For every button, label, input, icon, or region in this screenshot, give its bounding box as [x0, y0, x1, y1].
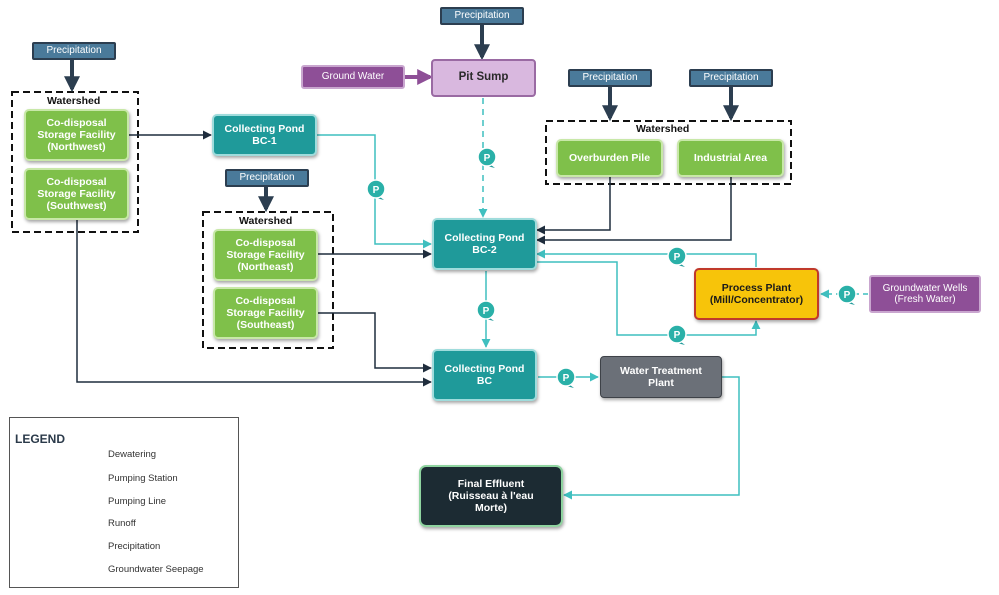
pumping-line	[536, 249, 757, 267]
collecting-pond-bc: Collecting Pond BC	[432, 349, 537, 401]
pump-letter: P	[563, 373, 570, 384]
watershed-label-east: Watershed	[636, 123, 690, 135]
pumping-station-icon: P	[667, 246, 687, 267]
legend-pumping-station-label: Pumping Station	[108, 473, 178, 484]
process-plant-box: Process Plant (Mill/Concentrator)	[694, 268, 819, 320]
precipitation-box-overburden: Precipitation	[568, 69, 652, 87]
pumping-station-icon: P	[556, 367, 576, 388]
legend-dewatering-label: Dewatering	[108, 449, 157, 460]
pumping-station-icon: P	[366, 179, 386, 200]
pump-letter: P	[674, 252, 681, 263]
legend-groundwater-seepage-label: Groundwater Seepage	[108, 564, 204, 575]
precipitation-box-central: Precipitation	[225, 169, 309, 187]
watershed-label-central: Watershed	[239, 215, 293, 227]
watershed-boundary-east	[545, 120, 792, 185]
watershed-label-west: Watershed	[47, 95, 101, 107]
codisposal-northeast: Co-disposal Storage Facility (Northeast)	[213, 229, 318, 281]
pump-letter: P	[483, 306, 490, 317]
legend-pumping-line-label: Pumping Line	[108, 496, 167, 507]
precipitation-box-pit: Precipitation	[440, 7, 524, 25]
precipitation-box-west: Precipitation	[32, 42, 116, 60]
pumping-station-icon: P	[837, 284, 857, 305]
ground-water-box: Ground Water	[301, 65, 405, 89]
overburden-pile: Overburden Pile	[556, 139, 663, 177]
pump-letter: P	[844, 290, 851, 301]
runoff-line	[76, 218, 432, 387]
collecting-pond-bc1: Collecting Pond BC-1	[212, 114, 317, 156]
codisposal-southeast: Co-disposal Storage Facility (Southeast)	[213, 287, 318, 339]
pumping-line	[563, 376, 740, 500]
pump-letter: P	[674, 330, 681, 341]
precipitation-box-industrial: Precipitation	[689, 69, 773, 87]
legend-title: LEGEND	[15, 432, 66, 446]
pump-letter: P	[484, 153, 491, 164]
codisposal-southwest: Co-disposal Storage Facility (Southwest)	[24, 168, 129, 220]
legend	[9, 417, 239, 588]
watershed-boundary-central	[202, 211, 334, 349]
pit-sump-box: Pit Sump	[431, 59, 536, 97]
industrial-area: Industrial Area	[677, 139, 784, 177]
watershed-boundary-west	[11, 91, 139, 233]
pumping-line	[537, 261, 761, 336]
water-treatment-plant-box: Water Treatment Plant	[600, 356, 722, 398]
runoff-line	[536, 176, 611, 235]
pumping-station-icon: P	[476, 300, 496, 321]
legend-runoff-label: Runoff	[108, 518, 136, 529]
codisposal-northwest: Co-disposal Storage Facility (Northwest)	[24, 109, 129, 161]
collecting-pond-bc2: Collecting Pond BC-2	[432, 218, 537, 270]
pumping-station-icon: P	[477, 147, 497, 168]
groundwater-wells-box: Groundwater Wells (Fresh Water)	[869, 275, 981, 313]
runoff-line	[536, 176, 732, 245]
final-effluent-box: Final Effluent (Ruisseau à l'eau Morte)	[419, 465, 563, 527]
runoff-line	[318, 312, 432, 373]
legend-precipitation-label: Precipitation	[108, 541, 161, 552]
pumping-station-icon: P	[667, 324, 687, 345]
pump-letter: P	[373, 185, 380, 196]
